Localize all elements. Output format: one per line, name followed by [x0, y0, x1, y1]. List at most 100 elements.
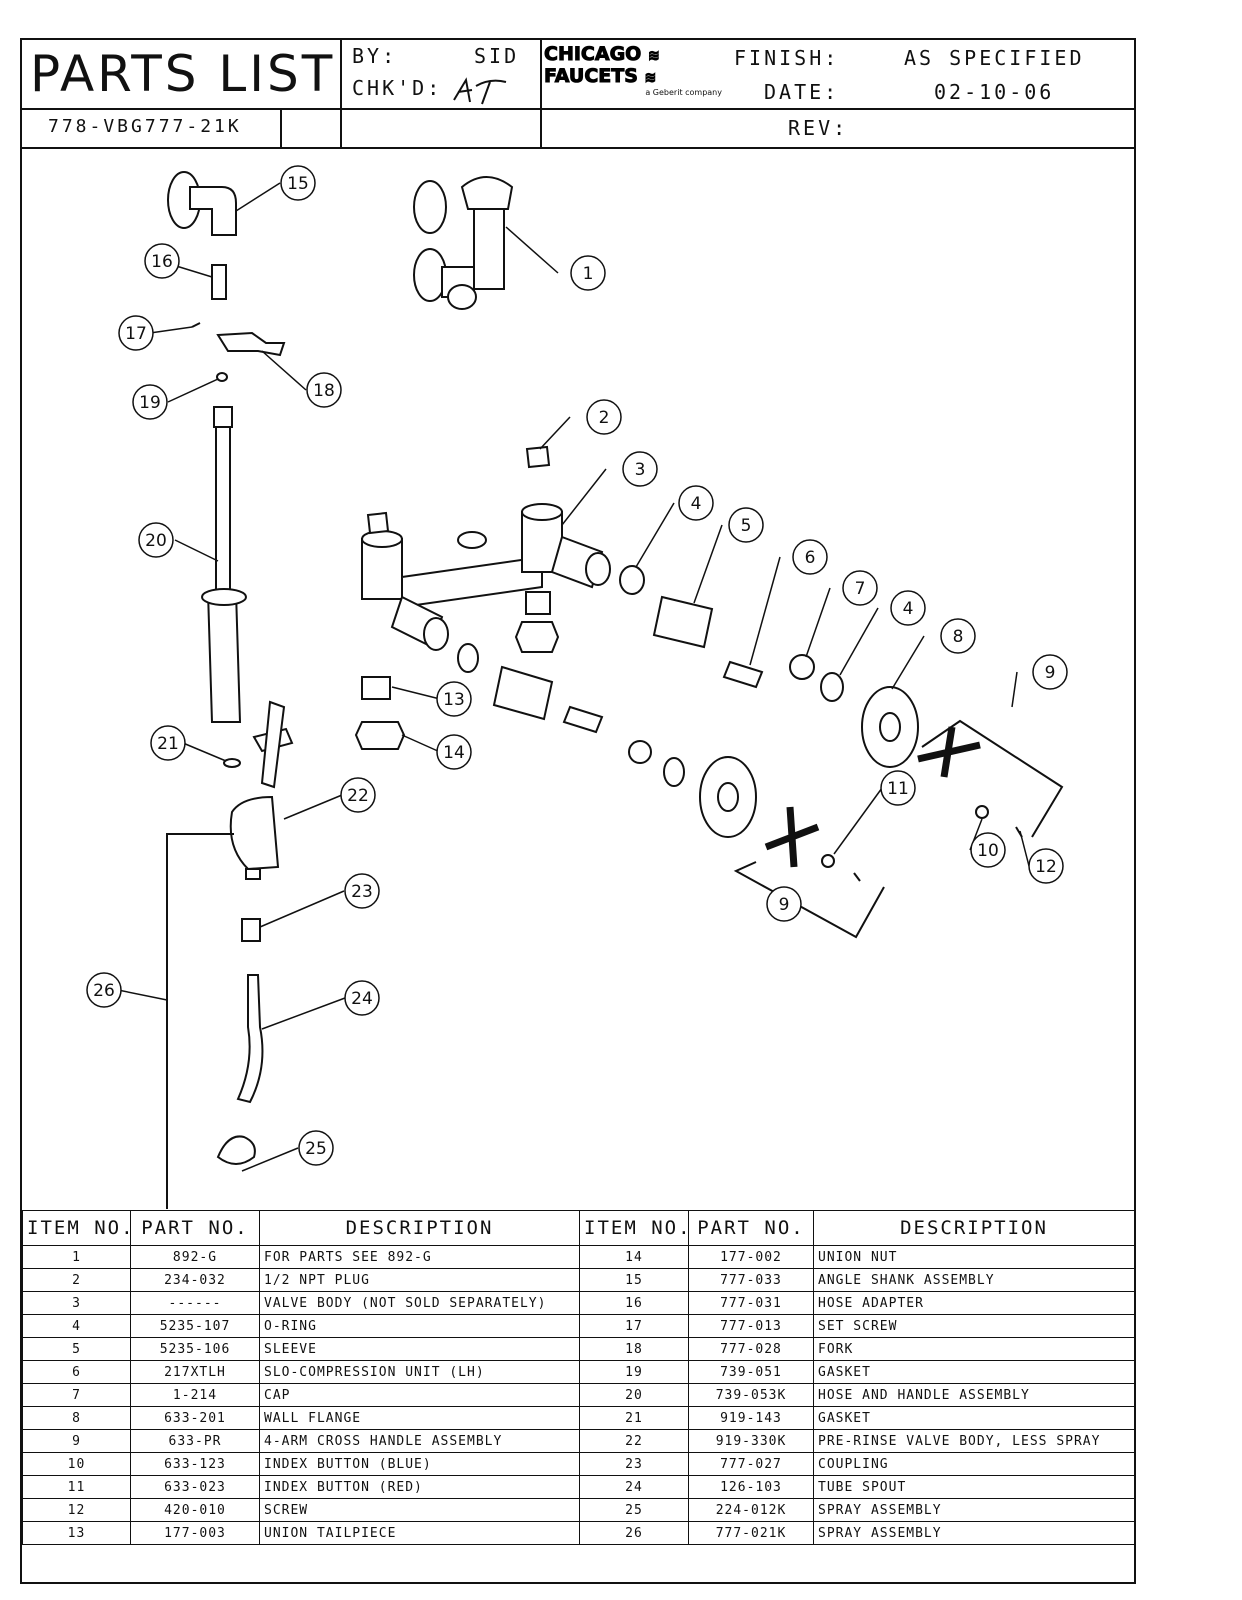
- description-cell: INDEX BUTTON (BLUE): [259, 1452, 580, 1476]
- part-no-cell: 777-033: [688, 1268, 814, 1292]
- cross-handle-drawing: [917, 726, 981, 778]
- callout-balloon: [678, 485, 714, 521]
- sleeve-drawing: [652, 595, 714, 649]
- description-cell: O-RING: [259, 1314, 580, 1338]
- checked-signature: [453, 77, 507, 105]
- description-cell: SPRAY ASSEMBLY: [813, 1521, 1135, 1545]
- callout-number: 24: [351, 989, 373, 1009]
- part-no-cell: 5235-107: [130, 1314, 260, 1338]
- chicago-faucets-logo: CHICAGO ≋ FAUCETS ≋ a Geberit company: [543, 43, 722, 98]
- description-cell: PRE-RINSE VALVE BODY, LESS SPRAY: [813, 1429, 1135, 1453]
- o-ring-drawing: [619, 565, 645, 595]
- item-no-cell: 23: [579, 1452, 689, 1476]
- part-no-cell: 892-G: [130, 1245, 260, 1269]
- npt-plug-left-drawing: [366, 511, 390, 535]
- cap-drawing: [789, 654, 815, 680]
- callout-balloon: [86, 972, 122, 1008]
- callout-balloon: [436, 681, 472, 717]
- valve-body-drawing: [361, 503, 611, 651]
- gasket-21-drawing: [223, 758, 241, 768]
- item-no-cell: 2: [22, 1268, 131, 1292]
- description-cell: SLEEVE: [259, 1337, 580, 1361]
- callout-balloon: [138, 522, 174, 558]
- angle-shank-drawing: [167, 171, 237, 236]
- item-no-cell: 10: [22, 1452, 131, 1476]
- description-cell: HOSE AND HANDLE ASSEMBLY: [813, 1383, 1135, 1407]
- part-no-cell: 777-028: [688, 1337, 814, 1361]
- part-no-cell: 633-123: [130, 1452, 260, 1476]
- description-cell: FORK: [813, 1337, 1135, 1361]
- callout-balloon: [728, 507, 764, 543]
- description-cell: FOR PARTS SEE 892-G: [259, 1245, 580, 1269]
- item-no-cell: 3: [22, 1291, 131, 1315]
- coupling-drawing: [241, 918, 261, 942]
- callout-number: 10: [977, 841, 999, 861]
- callout-number: 22: [347, 786, 369, 806]
- callout-number: 11: [887, 779, 909, 799]
- item-no-cell: 12: [22, 1498, 131, 1522]
- date-value: 02-10-06: [934, 80, 1055, 104]
- item-no-cell: 13: [22, 1521, 131, 1545]
- header-item-no-right: ITEM NO.: [579, 1210, 689, 1246]
- rev-label: REV:: [788, 116, 849, 140]
- checked-label: CHK'D:: [352, 76, 443, 100]
- npt-plug-drawing: [525, 445, 551, 469]
- set-screw-drawing: [191, 322, 201, 328]
- callout-number: 16: [151, 252, 173, 272]
- callout-balloon: [622, 451, 658, 487]
- callout-balloon: [1028, 848, 1064, 884]
- union-nut-drawing: [354, 721, 406, 750]
- callout-number: 14: [443, 743, 465, 763]
- part-no-cell: 633-PR: [130, 1429, 260, 1453]
- callout-balloon: [340, 777, 376, 813]
- callout-balloon: [144, 243, 180, 279]
- item-no-cell: 26: [579, 1521, 689, 1545]
- item-no-cell: 6: [22, 1360, 131, 1384]
- hose-handle-drawing: [201, 406, 247, 723]
- callout-number: 12: [1035, 857, 1057, 877]
- description-cell: ANGLE SHANK ASSEMBLY: [813, 1268, 1135, 1292]
- parts-table-header: ITEM NO. PART NO. DESCRIPTION ITEM NO. P…: [22, 1210, 1135, 1246]
- part-no-cell: 177-002: [688, 1245, 814, 1269]
- item-no-cell: 15: [579, 1268, 689, 1292]
- callout-balloon: [344, 873, 380, 909]
- index-button-red-drawing: [821, 854, 835, 868]
- description-cell: INDEX BUTTON (RED): [259, 1475, 580, 1499]
- callout-number: 13: [443, 690, 465, 710]
- callout-number: 17: [125, 324, 147, 344]
- description-cell: TUBE SPOUT: [813, 1475, 1135, 1499]
- callout-balloon: [306, 372, 342, 408]
- description-cell: SLO-COMPRESSION UNIT (LH): [259, 1360, 580, 1384]
- part-no-cell: 224-012K: [688, 1498, 814, 1522]
- description-cell: UNION TAILPIECE: [259, 1521, 580, 1545]
- callout-number: 6: [805, 548, 816, 568]
- part-no-cell: 420-010: [130, 1498, 260, 1522]
- valve-892g-drawing: [413, 176, 514, 310]
- callout-number: 21: [157, 734, 179, 754]
- callout-balloon: [150, 725, 186, 761]
- header-part-no: PART NO.: [130, 1210, 260, 1246]
- callout-number: 26: [93, 981, 115, 1001]
- item-no-cell: 18: [579, 1337, 689, 1361]
- item-no-cell: 20: [579, 1383, 689, 1407]
- callout-number: 9: [1045, 663, 1056, 683]
- union-nut-center-drawing: [514, 621, 560, 653]
- compression-unit-drawing: [722, 660, 764, 689]
- description-cell: CAP: [259, 1383, 580, 1407]
- item-no-cell: 9: [22, 1429, 131, 1453]
- description-cell: SPRAY ASSEMBLY: [813, 1498, 1135, 1522]
- description-cell: GASKET: [813, 1406, 1135, 1430]
- date-label: DATE:: [764, 80, 840, 104]
- part-no-cell: 777-031: [688, 1291, 814, 1315]
- header-description: DESCRIPTION: [259, 1210, 580, 1246]
- item-no-cell: 16: [579, 1291, 689, 1315]
- header-part-no-right: PART NO.: [688, 1210, 814, 1246]
- description-cell: 4-ARM CROSS HANDLE ASSEMBLY: [259, 1429, 580, 1453]
- pre-rinse-valve-drawing: [229, 700, 294, 880]
